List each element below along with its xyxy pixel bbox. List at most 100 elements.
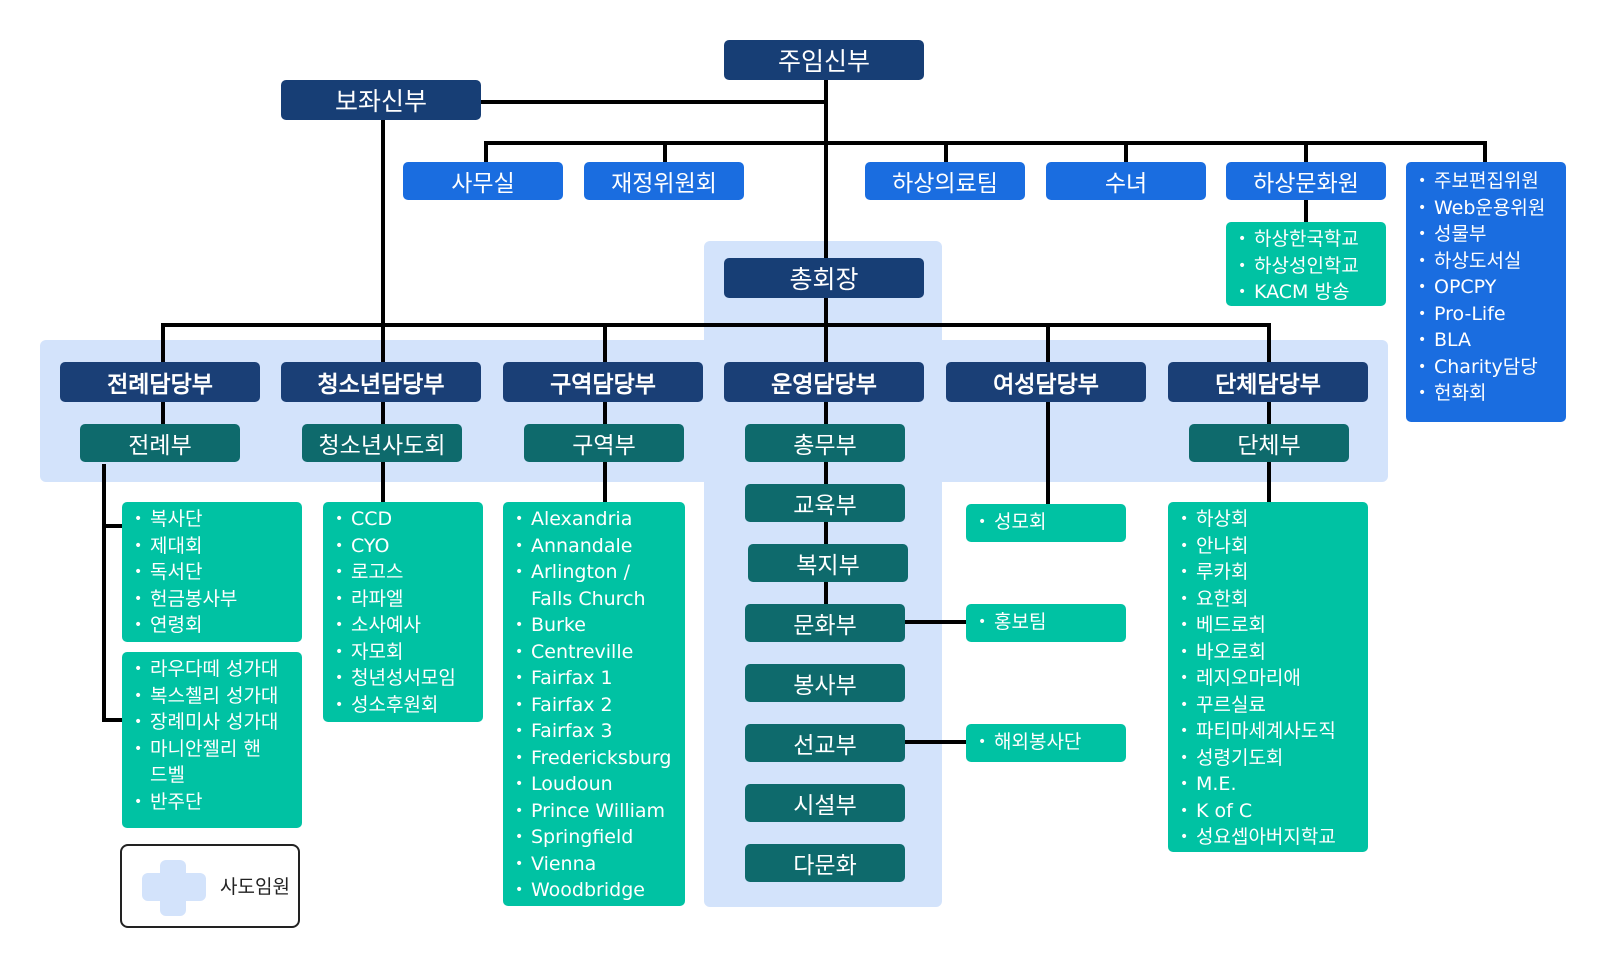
president-node: 총회장	[724, 258, 924, 298]
culture-center-list: 하상한국학교 하상성인학교 KACM 방송	[1226, 222, 1386, 306]
district-head-label: 구역담당부	[550, 372, 656, 398]
district-list: Alexandria Annandale Arlington / Falls C…	[503, 502, 685, 906]
list-item: 해외봉사단	[976, 729, 1120, 756]
list-item: Web운용위원	[1416, 195, 1560, 222]
list-item: Vienna	[513, 851, 679, 878]
list-item: 라우다떼 성가대	[132, 656, 296, 683]
list-item: 복스첼리 성가대	[132, 683, 296, 710]
mission-label: 선교부	[793, 733, 857, 759]
list-item: 성물부	[1416, 221, 1560, 248]
list-item: Arlington / Falls Church	[513, 559, 661, 612]
mission-list: 해외봉사단	[966, 724, 1126, 762]
list-item: 헌화회	[1416, 380, 1560, 407]
list-item: 레지오마리애	[1178, 665, 1362, 692]
liturgy-sub-node: 전례부	[80, 424, 240, 462]
district-sub-node: 구역부	[524, 424, 684, 462]
list-item: CCD	[333, 506, 477, 533]
list-item: OPCPY	[1416, 274, 1560, 301]
youth-sub-label: 청소년사도회	[318, 433, 446, 459]
list-item: 바오로회	[1178, 639, 1362, 666]
list-item: Alexandria	[513, 506, 679, 533]
list-item: 요한회	[1178, 586, 1362, 613]
list-item: Springfield	[513, 824, 679, 851]
list-item: 청년성서모임	[333, 665, 477, 692]
groups-sub-label: 단체부	[1237, 433, 1301, 459]
list-item: 안나회	[1178, 533, 1362, 560]
list-item: 제대회	[132, 533, 296, 560]
women-list: 성모회	[966, 504, 1126, 542]
youth-head-node: 청소년담당부	[281, 362, 481, 402]
president-label: 총회장	[789, 265, 859, 294]
operations-head-node: 운영담당부	[724, 362, 924, 402]
list-item: 연령회	[132, 612, 296, 639]
education-node: 교육부	[745, 484, 905, 522]
list-item: Fairfax 1	[513, 665, 679, 692]
legend-label: 사도임원	[220, 876, 290, 898]
list-item: Fairfax 3	[513, 718, 679, 745]
list-item: 하상한국학교	[1236, 226, 1380, 253]
assistant-node: 보좌신부	[281, 80, 481, 120]
multicultural-label: 다문화	[793, 853, 857, 879]
liturgy-list-1: 복사단 제대회 독서단 헌금봉사부 연령회	[122, 502, 302, 642]
list-item: Annandale	[513, 533, 679, 560]
facilities-node: 시설부	[745, 784, 905, 822]
list-item: Woodbridge	[513, 877, 679, 904]
liturgy-head-node: 전례담당부	[60, 362, 260, 402]
list-item: 반주단	[132, 789, 296, 816]
list-item: 루카회	[1178, 559, 1362, 586]
list-item: 성소후원회	[333, 692, 477, 719]
operations-sub-label: 총무부	[793, 433, 857, 459]
list-item: KACM 방송	[1236, 279, 1380, 306]
list-item: Fairfax 2	[513, 692, 679, 719]
mission-node: 선교부	[745, 724, 905, 762]
list-item: 성요셉아버지학교	[1178, 824, 1362, 851]
facilities-label: 시설부	[793, 793, 857, 819]
groups-sub-node: 단체부	[1189, 424, 1349, 462]
list-item: 주보편집위원	[1416, 168, 1560, 195]
service-node: 봉사부	[745, 664, 905, 702]
list-item: Burke	[513, 612, 679, 639]
finance-node: 재정위원회	[584, 162, 744, 200]
list-item: Prince William	[513, 798, 679, 825]
list-item: Pro-Life	[1416, 301, 1560, 328]
list-item: 장례미사 성가대	[132, 709, 296, 736]
youth-head-label: 청소년담당부	[317, 372, 445, 398]
list-item: 홍보팀	[976, 609, 1120, 636]
district-sub-label: 구역부	[572, 433, 636, 459]
women-head-label: 여성담당부	[993, 372, 1099, 398]
list-item: 라파엘	[333, 586, 477, 613]
sister-label: 수녀	[1104, 171, 1148, 197]
culture-label: 문화부	[793, 613, 857, 639]
women-head-node: 여성담당부	[946, 362, 1146, 402]
list-item: Charity담당	[1416, 354, 1560, 381]
list-item: 성모회	[976, 509, 1120, 536]
culture-center-label: 하상문화원	[1253, 171, 1359, 197]
culture-node: 문화부	[745, 604, 905, 642]
sister-node: 수녀	[1046, 162, 1206, 200]
medical-node: 하상의료팀	[865, 162, 1025, 200]
liturgy-list-2: 라우다떼 성가대 복스첼리 성가대 장례미사 성가대 마니안젤리 핸드벨 반주단	[122, 652, 302, 828]
welfare-label: 복지부	[796, 553, 860, 579]
pastor-label: 주임신부	[777, 47, 870, 76]
staff-list: 주보편집위원 Web운용위원 성물부 하상도서실 OPCPY Pro-Life …	[1406, 162, 1566, 422]
list-item: 자모회	[333, 639, 477, 666]
cross-icon	[142, 860, 206, 916]
list-item: 꾸르실료	[1178, 692, 1362, 719]
list-item: 마니안젤리 핸드벨	[132, 736, 270, 789]
list-item: 하상회	[1178, 506, 1362, 533]
operations-sub-node: 총무부	[745, 424, 905, 462]
list-item: 독서단	[132, 559, 296, 586]
list-item: BLA	[1416, 327, 1560, 354]
pastor-node: 주임신부	[724, 40, 924, 80]
list-item: Loudoun	[513, 771, 679, 798]
liturgy-sub-label: 전례부	[128, 433, 192, 459]
list-item: 하상도서실	[1416, 248, 1560, 275]
list-item: 하상성인학교	[1236, 253, 1380, 280]
district-head-node: 구역담당부	[503, 362, 703, 402]
finance-label: 재정위원회	[611, 171, 717, 197]
office-label: 사무실	[451, 171, 515, 197]
culture-list: 홍보팀	[966, 604, 1126, 642]
education-label: 교육부	[793, 493, 857, 519]
welfare-node: 복지부	[748, 544, 908, 582]
